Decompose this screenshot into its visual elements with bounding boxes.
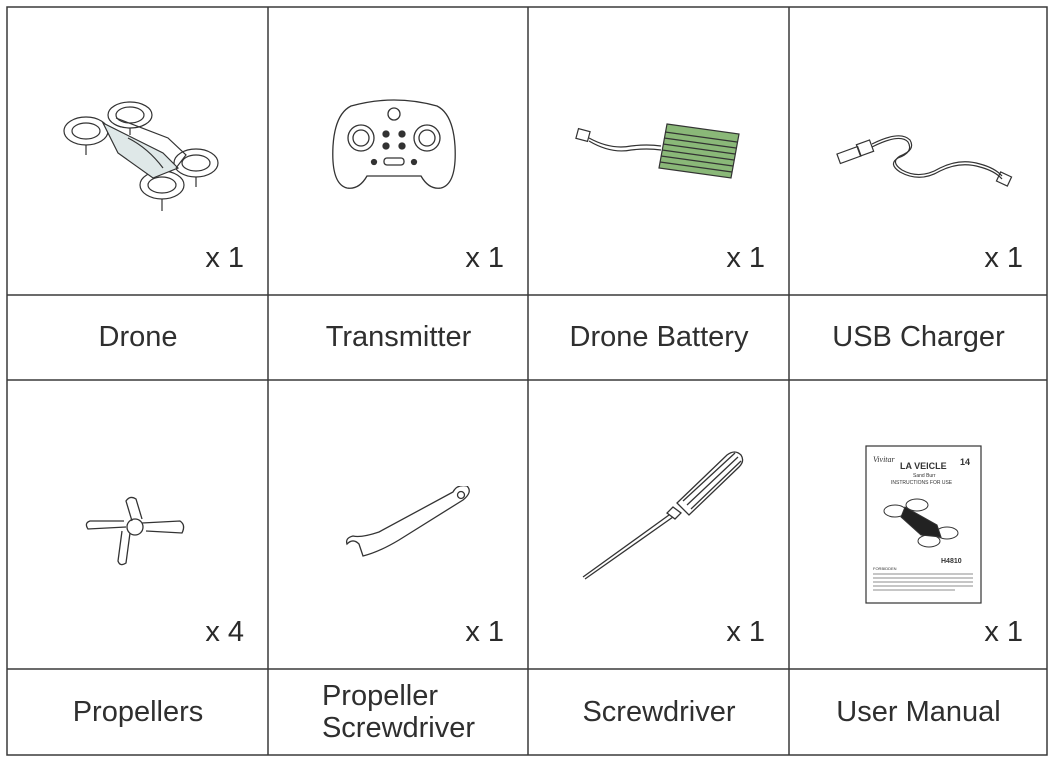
usb-charger-label: USB Charger <box>832 321 1005 354</box>
battery-label: Drone Battery <box>569 321 749 354</box>
transmitter-icon <box>329 96 459 196</box>
manual-model: H4810 <box>941 558 962 565</box>
screwdriver-icon <box>577 443 747 583</box>
manual-drone-illustration <box>883 498 959 548</box>
propeller-screwdriver-label-line2: Screwdriver <box>321 711 476 744</box>
propeller-screwdriver-icon <box>339 486 479 566</box>
user-manual-quantity: x 1 <box>984 616 1023 648</box>
manual-title: LA VEICLE <box>900 461 947 471</box>
transmitter-quantity: x 1 <box>465 242 504 274</box>
drone-image-cell: x 1 <box>8 8 268 295</box>
screwdriver-quantity: x 1 <box>726 616 765 648</box>
drone-label-cell: Drone <box>8 296 268 380</box>
manual-warning-heading: FORBIDDEN <box>873 566 897 571</box>
propeller-screwdriver-quantity: x 1 <box>465 616 504 648</box>
user-manual-label: User Manual <box>836 695 1001 728</box>
battery-label-cell: Drone Battery <box>529 296 789 380</box>
usb-charger-quantity: x 1 <box>984 242 1023 274</box>
transmitter-label-cell: Transmitter <box>269 296 528 380</box>
battery-image-cell: x 1 <box>529 8 789 295</box>
transmitter-image-cell: x 1 <box>269 8 528 295</box>
manual-brand: Vivitar <box>873 455 896 464</box>
screwdriver-label-cell: Screwdriver <box>529 670 789 755</box>
transmitter-label: Transmitter <box>325 321 472 354</box>
propeller-screwdriver-label: Propeller Screwdriver <box>321 679 476 745</box>
usb-charger-icon <box>830 120 1020 200</box>
propeller-screwdriver-label-line1: Propeller <box>321 679 439 712</box>
propellers-quantity: x 4 <box>205 616 244 648</box>
drone-label: Drone <box>98 321 178 354</box>
propellers-label: Propellers <box>72 695 204 728</box>
manual-age: 14 <box>960 457 970 467</box>
battery-icon <box>571 116 751 186</box>
manual-instructions: INSTRUCTIONS FOR USE <box>891 480 953 486</box>
propellers-image-cell: x 4 <box>8 381 268 669</box>
manual-subtitle: Sand Burr <box>913 473 936 479</box>
manual-fine-print <box>873 573 973 591</box>
drone-quantity: x 1 <box>205 242 244 274</box>
battery-quantity: x 1 <box>726 242 765 274</box>
propellers-label-cell: Propellers <box>8 670 268 755</box>
drone-icon <box>58 93 238 223</box>
screwdriver-image-cell: x 1 <box>529 381 789 669</box>
user-manual-image-cell: Vivitar LA VEICLE Sand Burr 14 INSTRUCTI… <box>790 381 1047 669</box>
screwdriver-label: Screwdriver <box>582 695 736 728</box>
propeller-screwdriver-image-cell: x 1 <box>269 381 528 669</box>
usb-charger-label-cell: USB Charger <box>790 296 1047 380</box>
propeller-screwdriver-label-cell: Propeller Screwdriver <box>269 670 528 755</box>
propeller-icon <box>80 491 200 571</box>
usb-charger-image-cell: x 1 <box>790 8 1047 295</box>
user-manual-icon: Vivitar LA VEICLE Sand Burr 14 INSTRUCTI… <box>865 445 983 605</box>
user-manual-label-cell: User Manual <box>790 670 1047 755</box>
